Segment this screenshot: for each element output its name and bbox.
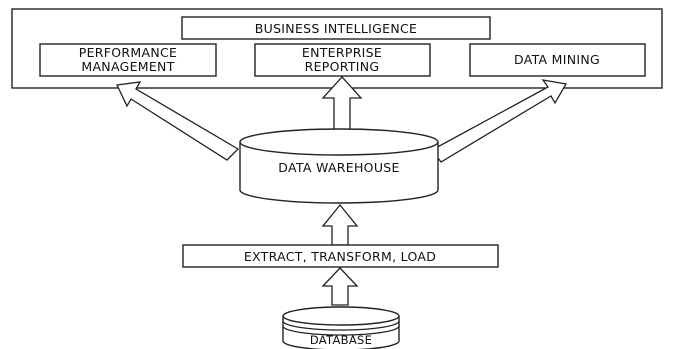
- arrow-database-to-etl: [321, 267, 359, 306]
- bi-title: BUSINESS INTELLIGENCE: [255, 21, 417, 36]
- database-cylinder: [282, 306, 400, 349]
- enterprise-reporting-line1: ENTERPRISE: [302, 45, 382, 60]
- etl-label: EXTRACT, TRANSFORM, LOAD: [244, 249, 436, 264]
- data-mining-box: [469, 43, 646, 77]
- data-warehouse-cylinder: [239, 128, 439, 204]
- arrow-to-performance-management: [116, 81, 240, 161]
- performance-management-line1: PERFORMANCE: [79, 45, 177, 60]
- arrow-etl-to-warehouse: [321, 203, 359, 246]
- data-warehouse-label: DATA WAREHOUSE: [278, 160, 399, 175]
- etl-box: [182, 244, 499, 268]
- performance-management-box: [39, 43, 217, 77]
- enterprise-reporting-line2: REPORTING: [305, 59, 380, 74]
- enterprise-reporting-box: [254, 43, 431, 77]
- bi-title-box: [181, 16, 491, 40]
- database-label: DATABASE: [310, 333, 372, 347]
- arrow-to-data-mining: [431, 79, 568, 163]
- arrow-to-enterprise-reporting: [321, 76, 363, 131]
- data-mining-label: DATA MINING: [514, 52, 600, 67]
- performance-management-line2: MANAGEMENT: [81, 59, 174, 74]
